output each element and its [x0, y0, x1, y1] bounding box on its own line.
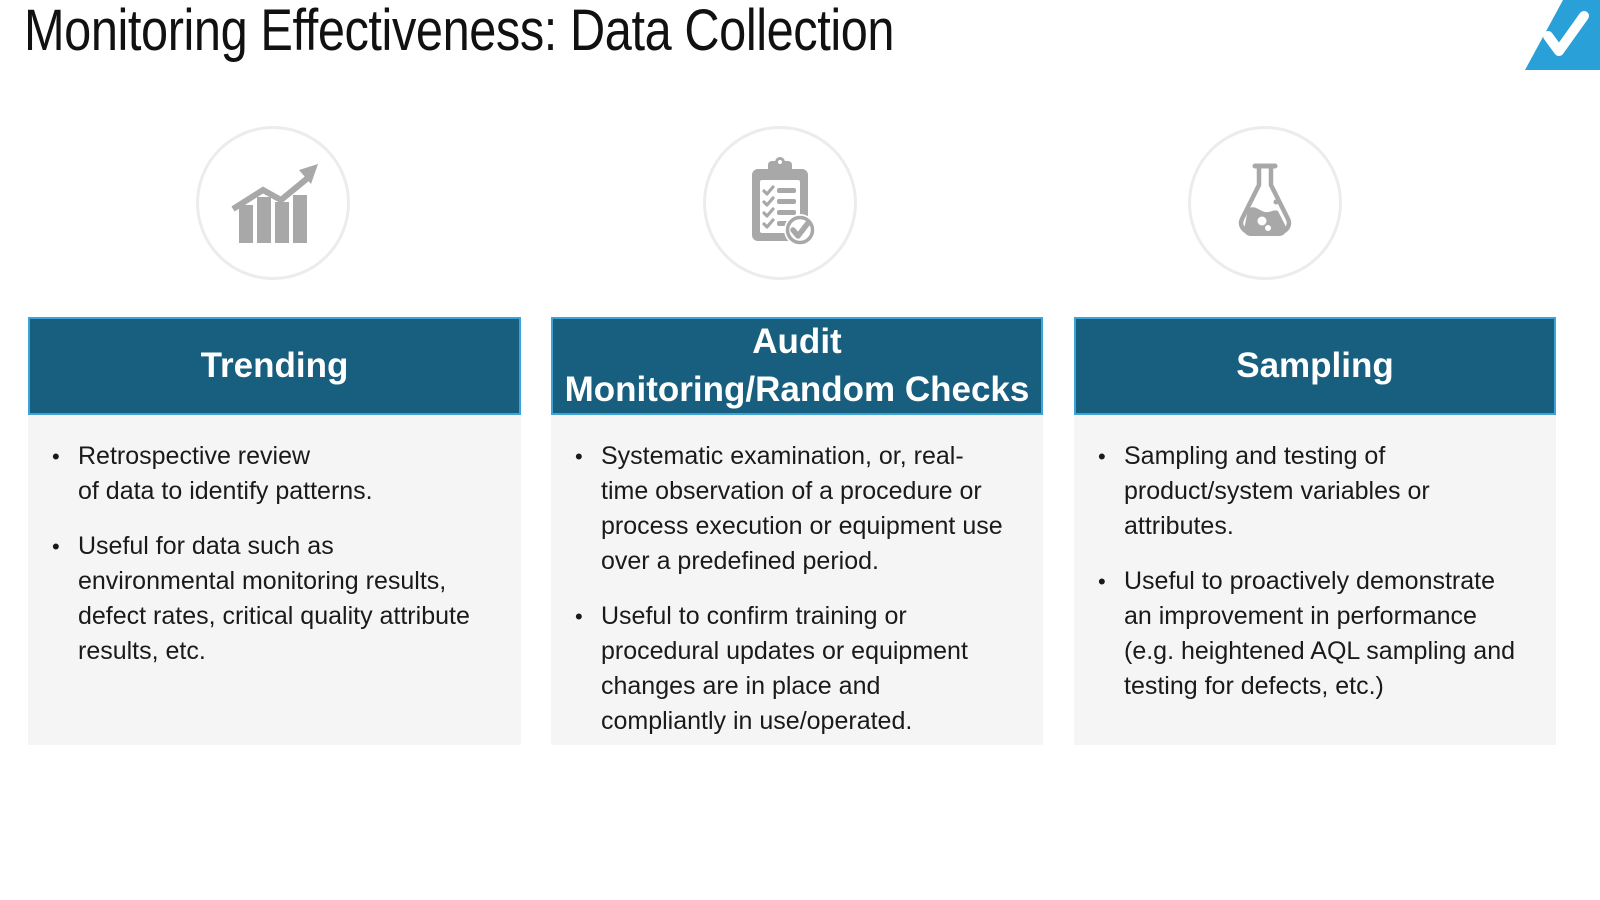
- bullet-marker: •: [52, 444, 60, 469]
- clipboard-checklist-icon: [752, 157, 816, 246]
- trending-body: • Retrospective review of data to identi…: [28, 415, 521, 745]
- header-line: Monitoring/Random Checks: [564, 370, 1030, 409]
- bullet-item: • Sampling and testing of product/system…: [1098, 439, 1530, 544]
- checkmark-icon: [1525, 0, 1600, 70]
- bullet-text: Useful for data such as environmental mo…: [78, 532, 470, 665]
- bullet-list: • Sampling and testing of product/system…: [1098, 439, 1530, 704]
- bullet-marker: •: [52, 534, 60, 559]
- bullet-list: • Systematic examination, or, real- time…: [575, 439, 1017, 739]
- bullet-list: • Retrospective review of data to identi…: [52, 439, 495, 669]
- bullet-item: • Useful for data such as environmental …: [52, 529, 495, 669]
- bullet-text: Sampling and testing of product/system v…: [1124, 442, 1430, 540]
- column-sampling: Sampling • Sampling and testing of produ…: [1074, 317, 1556, 745]
- trending-icon-circle: [196, 126, 350, 280]
- header-line: Audit: [752, 322, 842, 361]
- flask-icon: [1238, 163, 1292, 237]
- audit-icon-circle: [703, 126, 857, 280]
- bullet-marker: •: [1098, 444, 1106, 469]
- sampling-header: Sampling: [1074, 317, 1556, 415]
- bullet-text: Useful to confirm training or procedural…: [601, 602, 968, 735]
- column-audit: Audit Monitoring/Random Checks • Systema…: [551, 317, 1043, 745]
- bullet-marker: •: [1098, 569, 1106, 594]
- bar-chart-trend-icon: [231, 164, 318, 243]
- bullet-item: • Useful to confirm training or procedur…: [575, 599, 1017, 739]
- bullet-text: Retrospective review of data to identify…: [78, 442, 373, 505]
- audit-header: Audit Monitoring/Random Checks: [551, 317, 1043, 415]
- bullet-item: • Systematic examination, or, real- time…: [575, 439, 1017, 579]
- sampling-body: • Sampling and testing of product/system…: [1074, 415, 1556, 745]
- column-trending: Trending • Retrospective review of data …: [28, 317, 521, 745]
- bullet-marker: •: [575, 604, 583, 629]
- header-line: Trending: [200, 346, 349, 385]
- page-title: Monitoring Effectiveness: Data Collectio…: [24, 0, 895, 63]
- trending-header: Trending: [28, 317, 521, 415]
- header-line: Sampling: [1236, 346, 1394, 385]
- bullet-text: Systematic examination, or, real- time o…: [601, 442, 1003, 575]
- sampling-icon-circle: [1188, 126, 1342, 280]
- bullet-text: Useful to proactively demonstrate an imp…: [1124, 567, 1516, 700]
- bullet-item: • Useful to proactively demonstrate an i…: [1098, 564, 1530, 704]
- bullet-item: • Retrospective review of data to identi…: [52, 439, 495, 509]
- audit-body: • Systematic examination, or, real- time…: [551, 415, 1043, 745]
- bullet-marker: •: [575, 444, 583, 469]
